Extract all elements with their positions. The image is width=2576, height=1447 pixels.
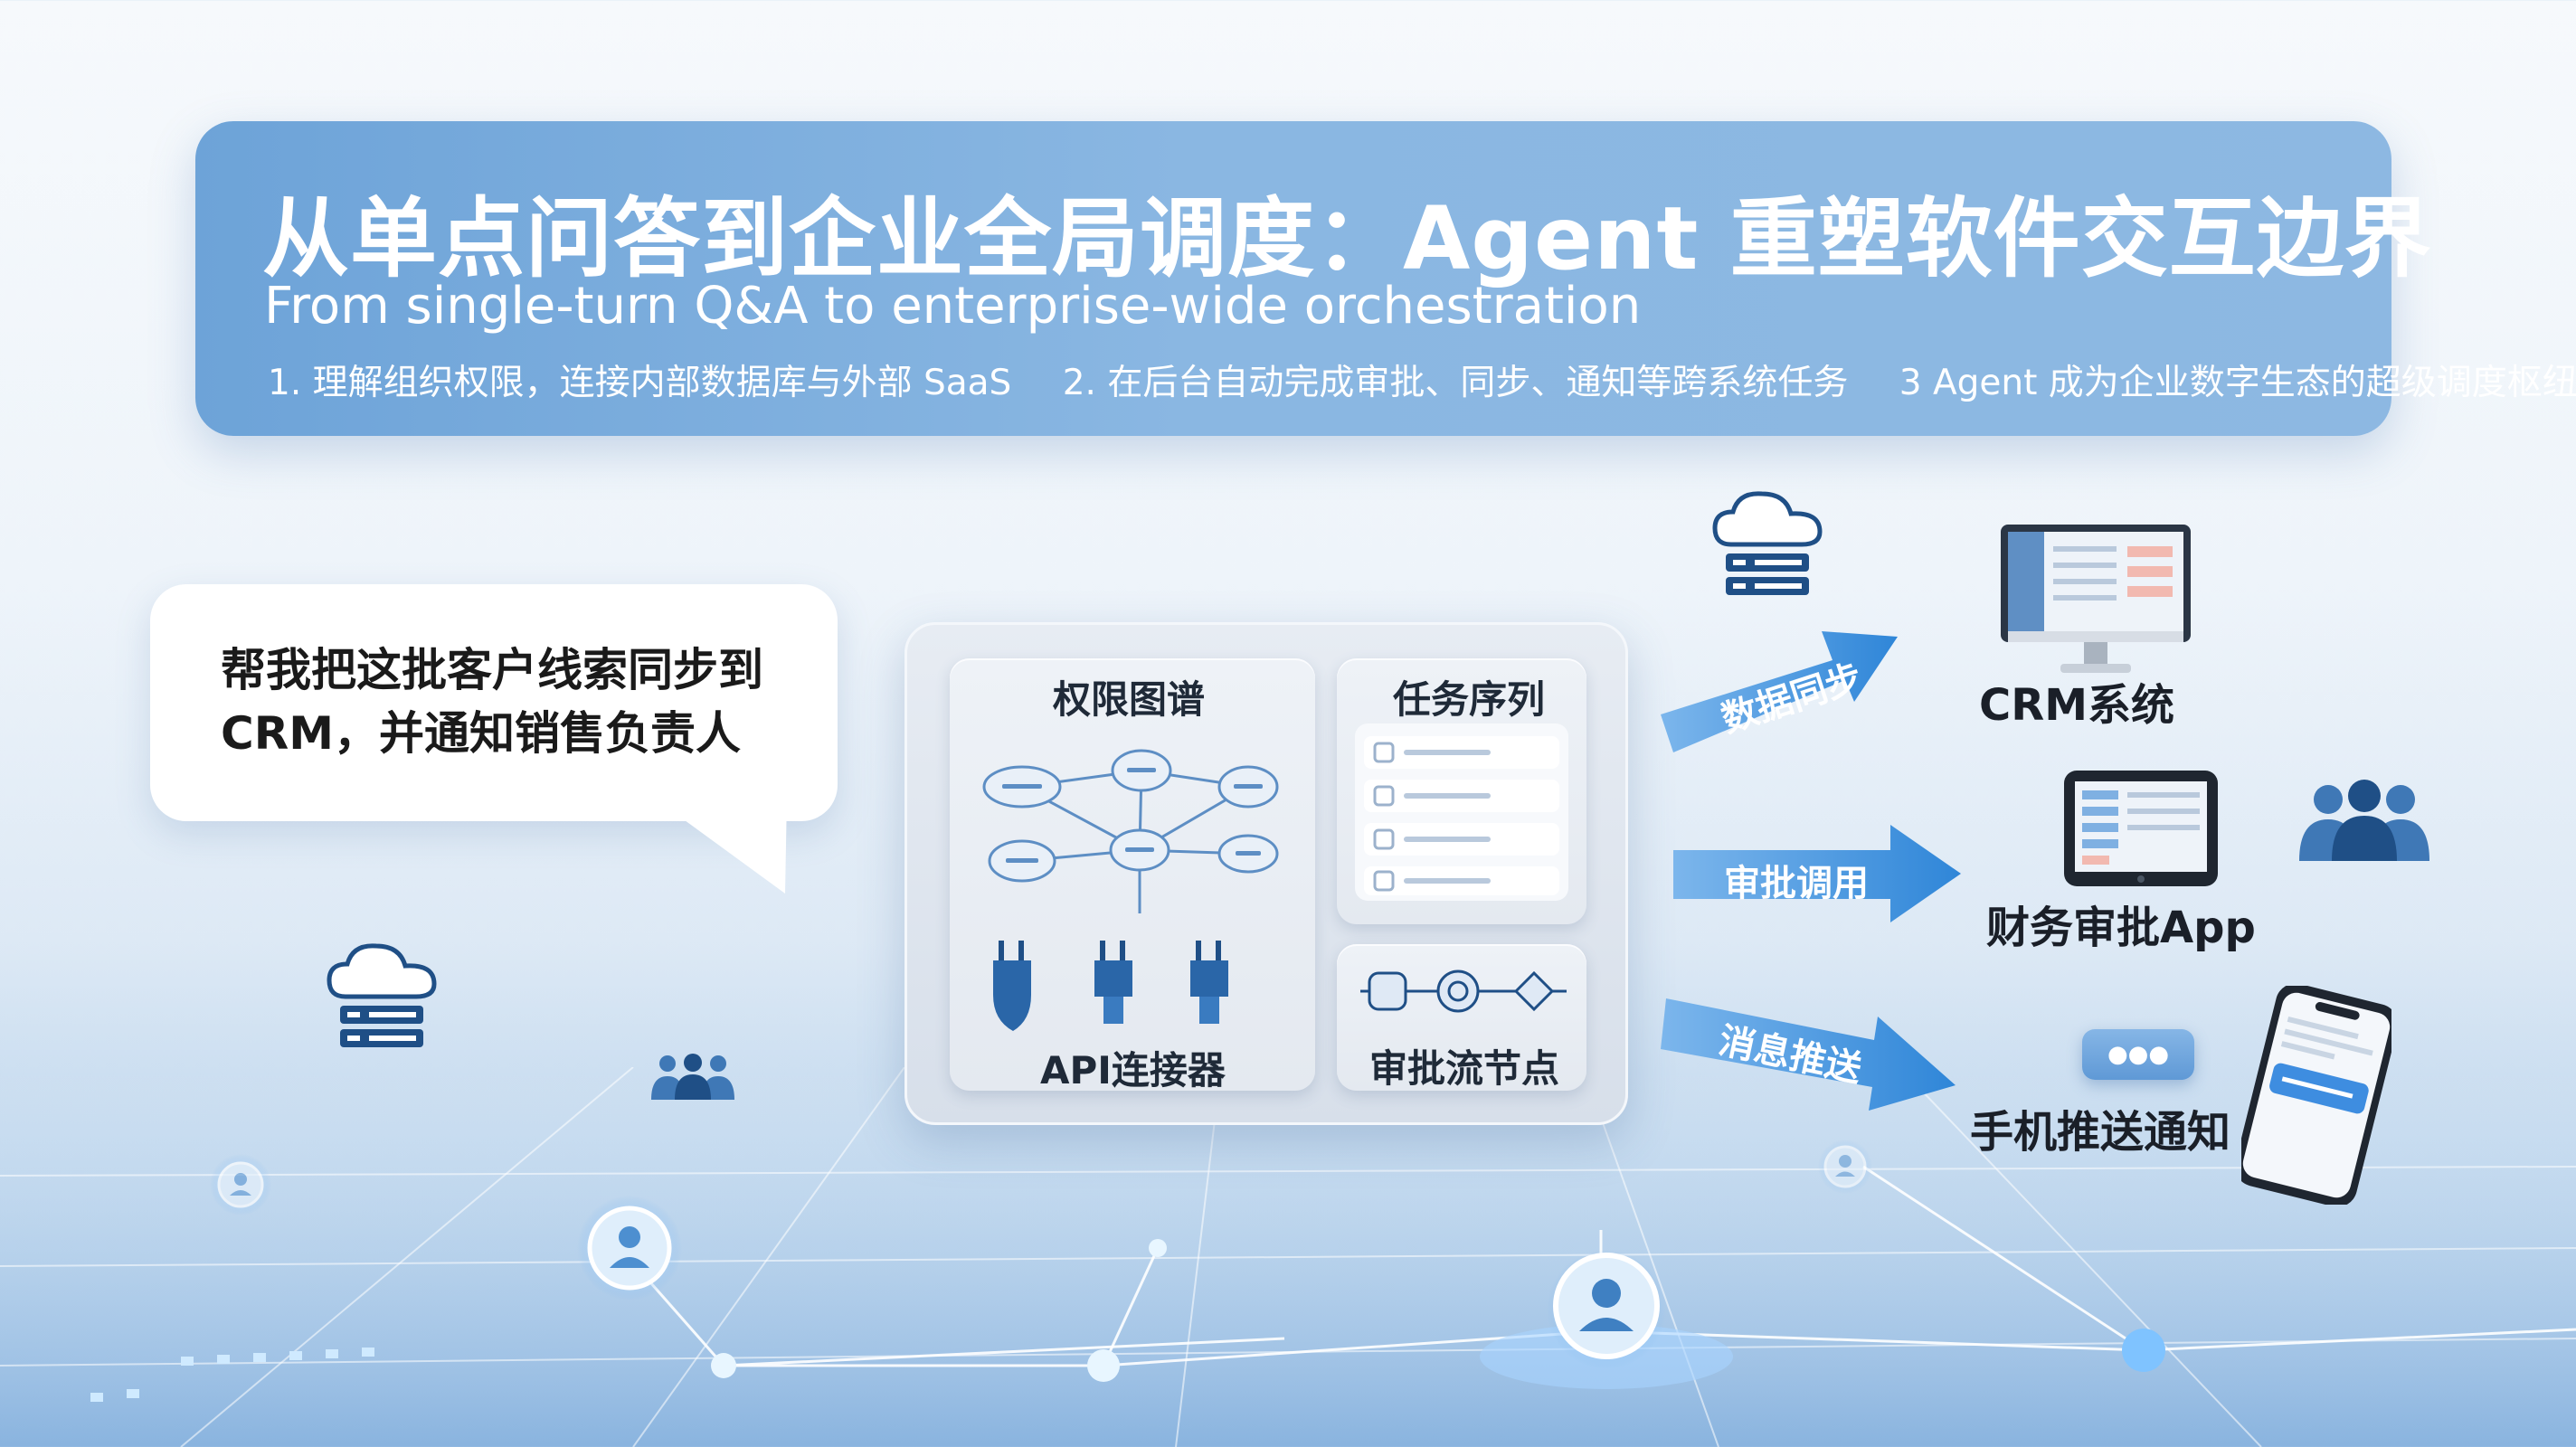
notification-badge: ●●● bbox=[2082, 1029, 2194, 1080]
approval-flow-icon bbox=[1360, 969, 1567, 1013]
key-point: 3 Agent 成为企业数字生态的超级调度枢纽 bbox=[1899, 363, 2576, 403]
cloud-server-icon bbox=[327, 943, 437, 1047]
arrow-data-sync bbox=[1661, 631, 1898, 752]
key-points: 1. 理解组织权限，连接内部数据库与外部 SaaS 2. 在后台自动完成审批、同… bbox=[268, 355, 2576, 405]
mobile-push-label: 手机推送通知 bbox=[1970, 1107, 2231, 1158]
network-floor bbox=[0, 1067, 2576, 1447]
user-node-icon bbox=[1818, 1140, 1872, 1194]
request-line: CRM，并通知销售负责人 bbox=[221, 707, 741, 760]
arrow-message-push bbox=[1661, 998, 1956, 1111]
user-node-icon bbox=[577, 1196, 682, 1300]
permission-graph-icon bbox=[982, 749, 1279, 913]
request-line: 帮我把这批客户线索同步到 bbox=[221, 644, 763, 696]
approval-node-label: 审批流节点 bbox=[1369, 1046, 1560, 1091]
phone-icon bbox=[2241, 986, 2391, 1205]
cloud-server-icon bbox=[1712, 491, 1823, 595]
user-node-icon bbox=[1480, 1250, 1733, 1389]
plug-icon bbox=[993, 941, 1228, 1031]
finance-app-label: 财务审批App bbox=[1986, 903, 2256, 953]
arrow-approval-call-label: 审批调用 bbox=[1724, 863, 1869, 904]
bubble-tail bbox=[651, 796, 787, 894]
users-icon bbox=[651, 1054, 734, 1100]
permission-map-label: 权限图谱 bbox=[1053, 677, 1206, 722]
user-request-text: 帮我把这批客户线索同步到 CRM，并通知销售负责人 bbox=[221, 638, 800, 765]
key-point: 2. 在后台自动完成审批、同步、通知等跨系统任务 bbox=[1062, 363, 1849, 403]
arrow-approval-call bbox=[1673, 825, 1961, 922]
user-request-bubble bbox=[150, 584, 838, 821]
page-subtitle: From single-turn Q&A to enterprise-wide … bbox=[264, 277, 1642, 336]
user-node-icon bbox=[210, 1154, 271, 1215]
api-connector-label: API连接器 bbox=[1040, 1048, 1226, 1092]
task-queue-label: 任务序列 bbox=[1393, 677, 1546, 722]
header-banner bbox=[195, 121, 2391, 436]
key-point: 1. 理解组织权限，连接内部数据库与外部 SaaS bbox=[268, 363, 1012, 403]
crm-system-label: CRM系统 bbox=[1979, 680, 2174, 731]
users-icon bbox=[2299, 780, 2429, 861]
page-title: 从单点问答到企业全局调度：Agent 重塑软件交互边界 bbox=[262, 188, 2432, 289]
approval-node-card bbox=[1337, 944, 1586, 1091]
tablet-icon bbox=[2064, 771, 2218, 886]
task-list-icon bbox=[1355, 724, 1568, 901]
monitor-icon bbox=[2001, 525, 2191, 673]
